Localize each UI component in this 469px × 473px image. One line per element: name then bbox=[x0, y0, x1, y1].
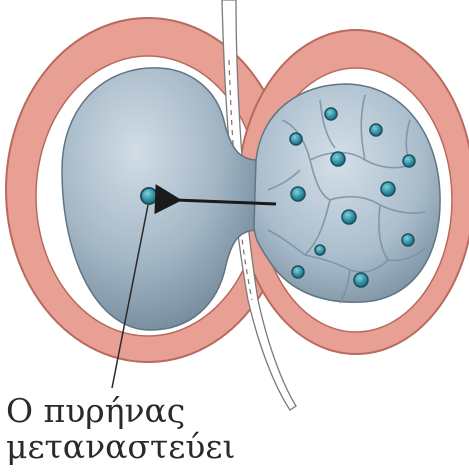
nucleus bbox=[315, 245, 325, 255]
nucleus bbox=[342, 210, 356, 224]
migrating-nucleus bbox=[141, 188, 157, 204]
nucleus bbox=[402, 234, 414, 246]
caption-line-2: μεταναστεύει bbox=[6, 430, 235, 463]
caption-line-1: Ο πυρήνας bbox=[6, 394, 185, 427]
nucleus bbox=[354, 273, 368, 287]
nucleus bbox=[370, 124, 382, 136]
nucleus bbox=[291, 187, 305, 201]
nucleus bbox=[381, 182, 395, 196]
nucleus bbox=[403, 155, 415, 167]
nucleus bbox=[290, 133, 302, 145]
right-cell-body bbox=[254, 84, 440, 302]
nucleus bbox=[325, 108, 337, 120]
nucleus bbox=[331, 152, 345, 166]
nucleus bbox=[292, 266, 304, 278]
